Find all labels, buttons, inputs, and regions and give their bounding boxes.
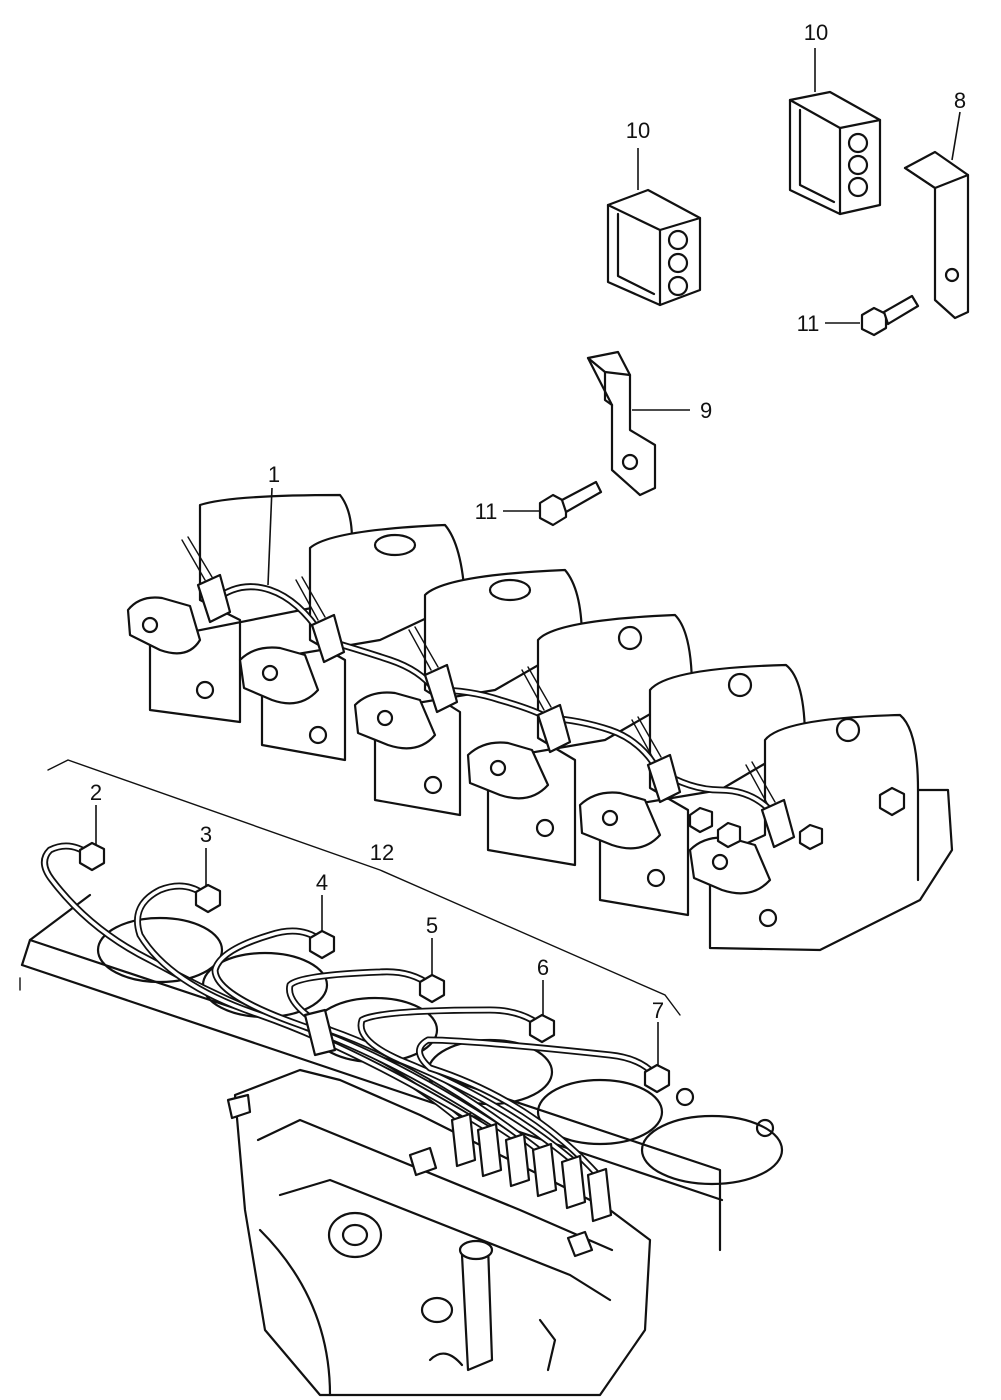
callout-8: 8 bbox=[954, 88, 966, 113]
callout-10-lower: 10 bbox=[626, 118, 650, 143]
part-1-cylinder-heads bbox=[126, 493, 954, 952]
callout-10-upper: 10 bbox=[804, 20, 828, 45]
callout-12: 12 bbox=[370, 840, 394, 865]
callout-3: 3 bbox=[200, 822, 212, 847]
callout-4: 4 bbox=[316, 870, 328, 895]
callout-11-upper: 11 bbox=[797, 311, 820, 336]
part-10-grommet-upper bbox=[788, 90, 882, 216]
leader-8 bbox=[951, 111, 961, 161]
part-9-bracket bbox=[586, 350, 657, 497]
part-10-grommet-lower bbox=[606, 188, 702, 307]
callout-11-lower: 11 bbox=[475, 499, 498, 524]
callout-9: 9 bbox=[700, 398, 712, 423]
callout-1: 1 bbox=[268, 462, 280, 487]
callout-7: 7 bbox=[652, 998, 664, 1023]
callout-2: 2 bbox=[90, 780, 102, 805]
callout-5: 5 bbox=[426, 913, 438, 938]
callout-6: 6 bbox=[537, 955, 549, 980]
injection-pump bbox=[226, 1068, 652, 1397]
part-11-bolt-lower bbox=[538, 480, 603, 527]
leader-1 bbox=[267, 487, 273, 586]
part-11-bolt-upper bbox=[860, 294, 920, 337]
part-8-bracket bbox=[903, 150, 970, 320]
injection-pipes bbox=[41, 841, 671, 1179]
